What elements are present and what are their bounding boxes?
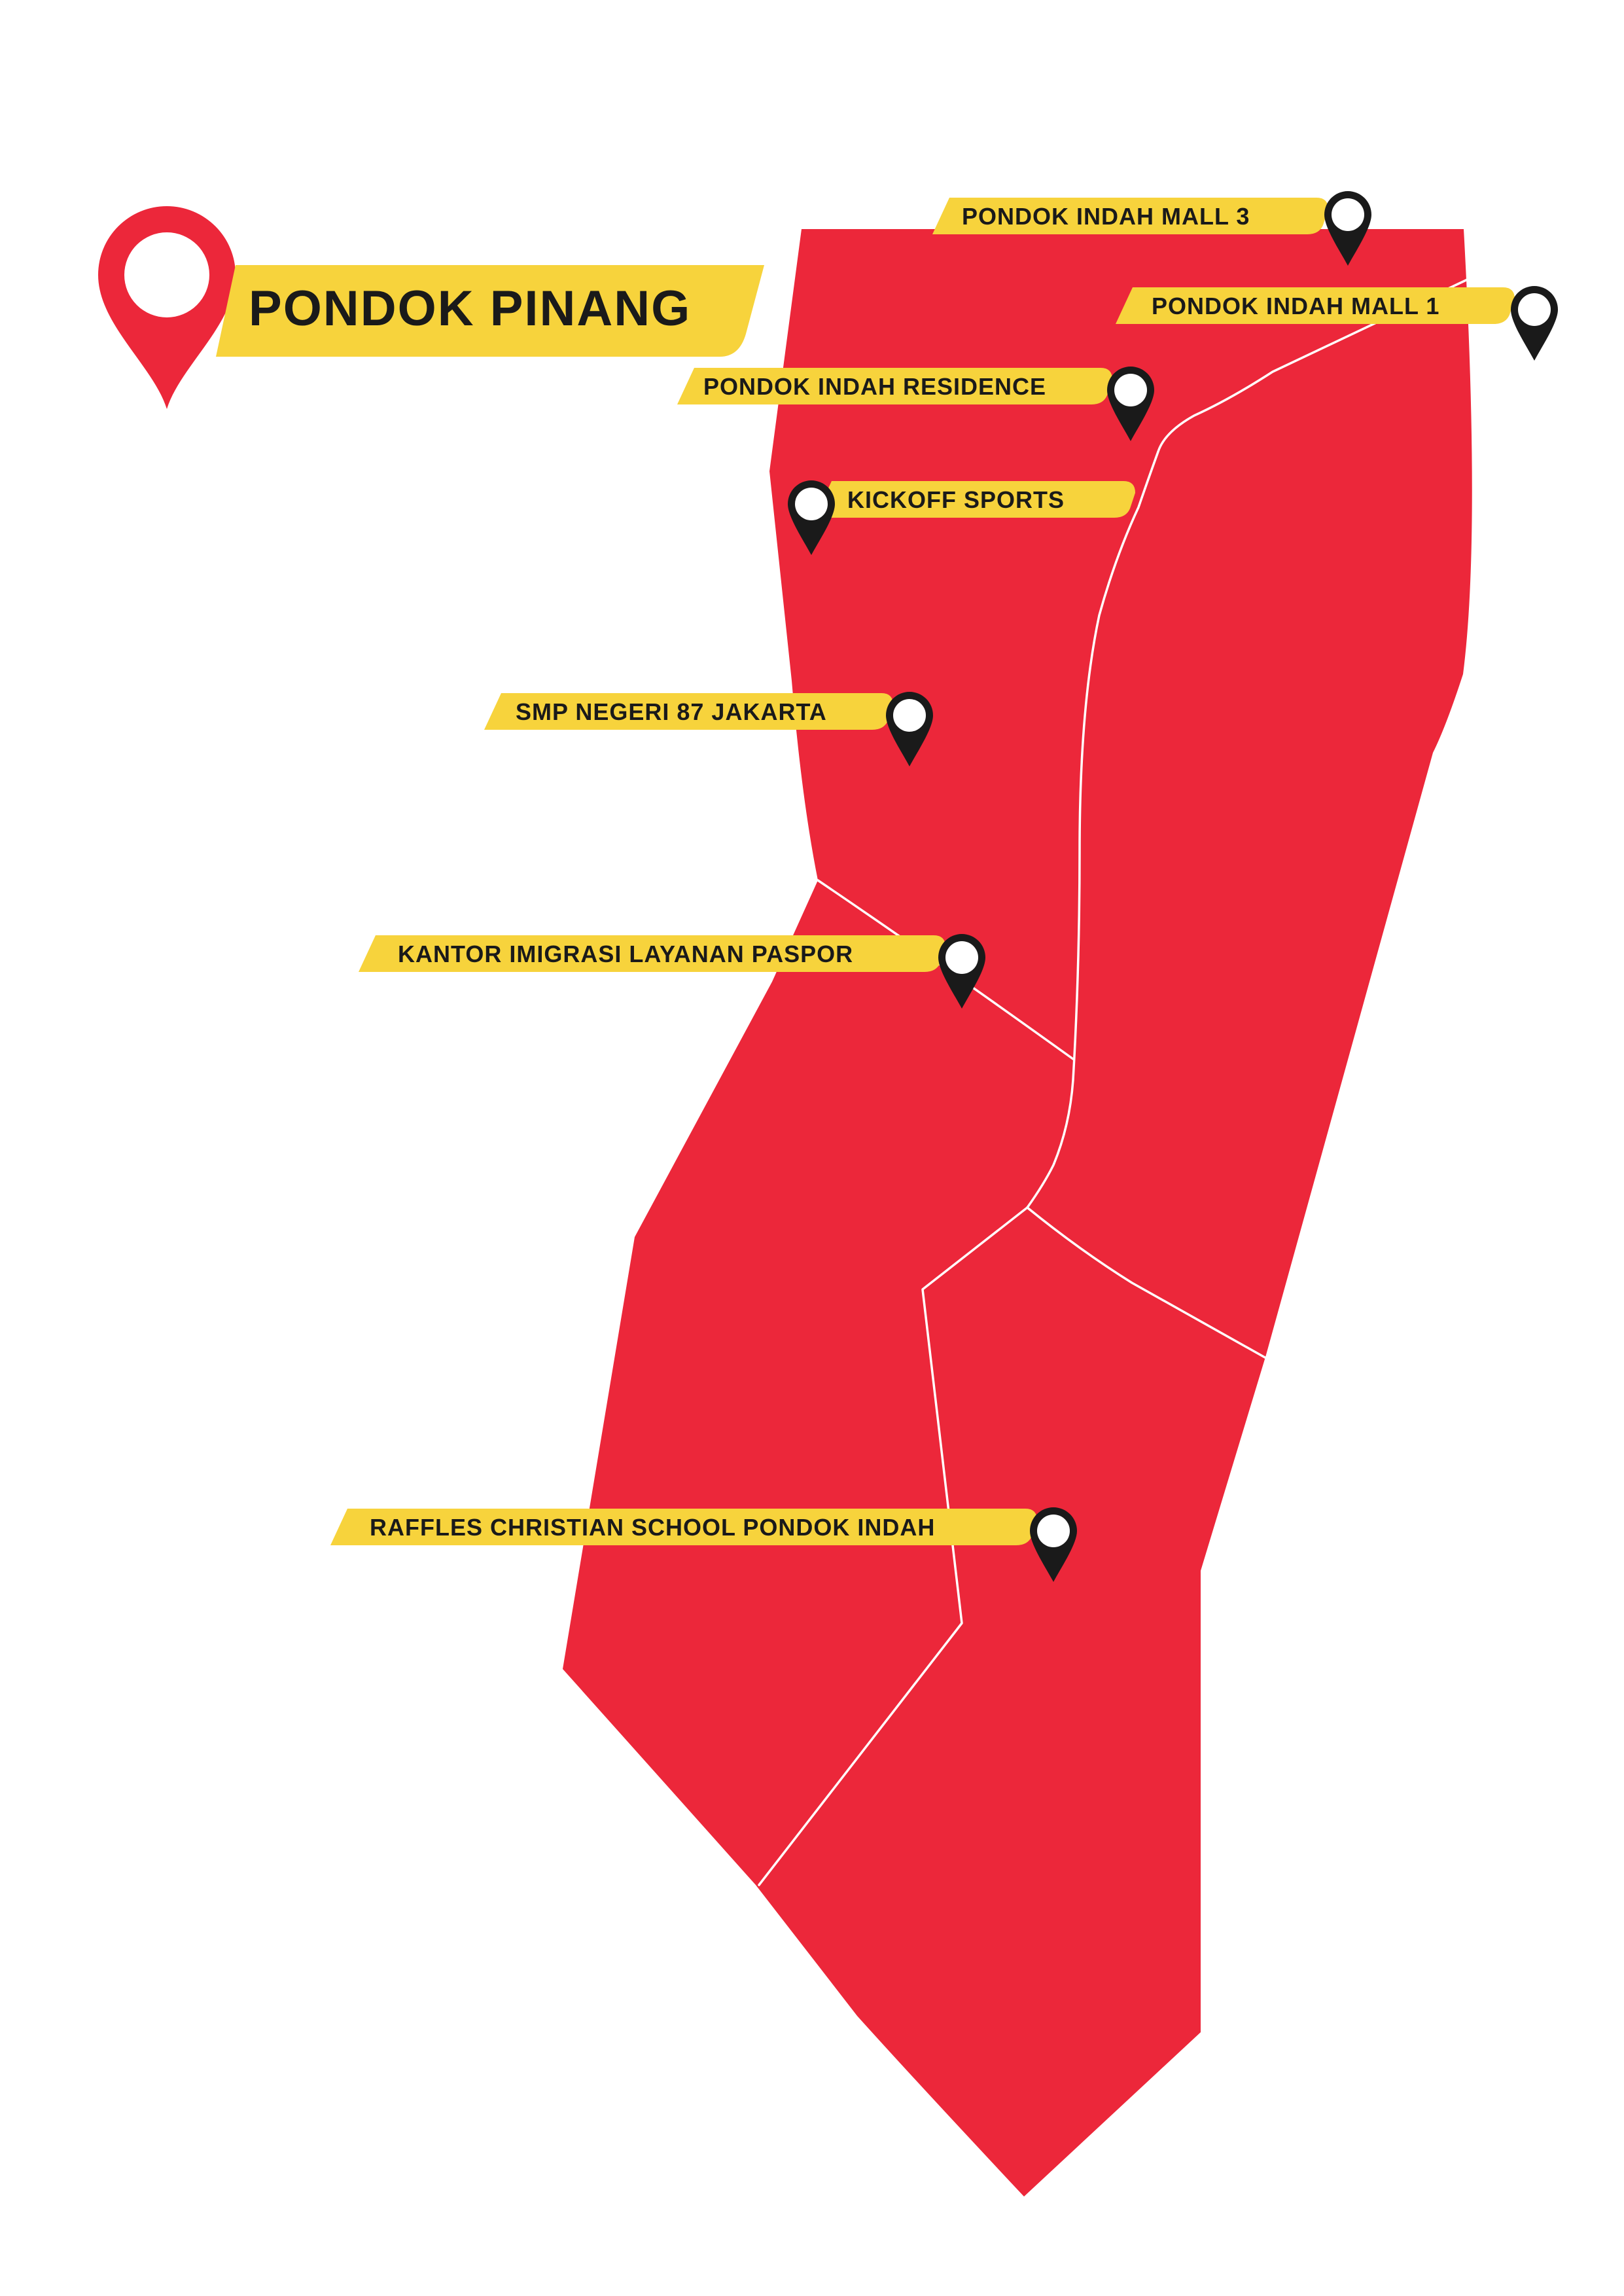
poi-kickoff: KICKOFF SPORTS — [788, 480, 1135, 555]
poi-pim1: PONDOK INDAH MALL 1 — [1116, 286, 1558, 361]
district-area — [563, 229, 1472, 2197]
pin-dot — [1048, 1526, 1059, 1536]
poi-label: PONDOK INDAH MALL 1 — [1152, 293, 1439, 319]
poi-smp87: SMP NEGERI 87 JAKARTA — [484, 692, 933, 766]
boundary-lines — [758, 277, 1472, 1886]
poi-label: SMP NEGERI 87 JAKARTA — [516, 698, 827, 725]
poi-layer: PONDOK INDAH MALL 3 PONDOK INDAH MALL 1 PO… — [330, 191, 1558, 1582]
poi-label-background — [359, 935, 945, 972]
poi-label-background — [1116, 287, 1515, 324]
poi-label-background — [677, 368, 1112, 404]
title-banner-background — [216, 265, 764, 357]
poi-pim3: PONDOK INDAH MALL 3 — [932, 191, 1371, 266]
poi-label-background — [330, 1509, 1037, 1545]
title-marker — [98, 206, 236, 409]
page-title: PONDOK PINANG — [249, 281, 691, 336]
pin-dot — [1125, 385, 1136, 395]
pin-dot — [1343, 209, 1353, 220]
pin-dot — [806, 499, 817, 509]
poi-label-background — [932, 198, 1328, 234]
boundary-line-south-central — [758, 1206, 1029, 1886]
pin-dot — [904, 710, 915, 721]
poi-raffles: RAFFLES CHRISTIAN SCHOOL PONDOK INDAH — [330, 1507, 1077, 1582]
boundary-line-north-east — [1026, 277, 1472, 1209]
poi-label-background — [484, 693, 893, 730]
poi-label: KANTOR IMIGRASI LAYANAN PASPOR — [398, 941, 853, 967]
poi-imigrasi: KANTOR IMIGRASI LAYANAN PASPOR — [359, 934, 985, 1009]
pin-hole — [124, 232, 209, 317]
boundary-line-south-east — [1026, 1206, 1267, 1359]
poi-label: RAFFLES CHRISTIAN SCHOOL PONDOK INDAH — [370, 1514, 935, 1541]
pin-dot — [957, 952, 967, 963]
pin-dot — [1529, 304, 1540, 315]
poi-label: PONDOK INDAH RESIDENCE — [703, 373, 1046, 400]
poi-label: KICKOFF SPORTS — [847, 486, 1065, 513]
title-banner: PONDOK PINANG — [216, 265, 764, 357]
poi-residence: PONDOK INDAH RESIDENCE — [677, 367, 1154, 441]
poi-label: PONDOK INDAH MALL 3 — [962, 203, 1250, 230]
poi-label-background — [815, 481, 1135, 518]
